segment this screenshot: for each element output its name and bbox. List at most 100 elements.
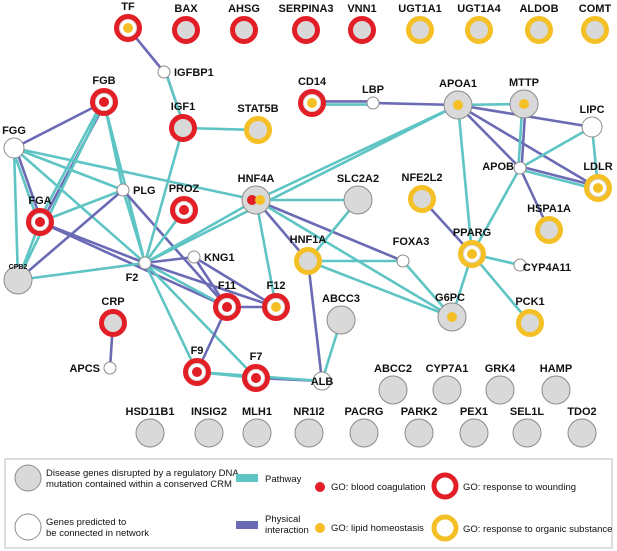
gene-node-crp[interactable] — [99, 309, 127, 337]
gene-node-f7[interactable] — [242, 364, 270, 392]
gene-node-igfbp1[interactable] — [157, 65, 171, 79]
gene-node-park2[interactable] — [404, 418, 434, 448]
node-circle — [349, 418, 379, 448]
lipid-homeostasis-dot-icon — [271, 302, 281, 312]
gene-node-f9[interactable] — [183, 358, 211, 386]
gene-node-fgb[interactable] — [90, 88, 118, 116]
gene-label-igfbp1: IGFBP1 — [174, 67, 214, 79]
gene-node-ahsg[interactable] — [230, 16, 258, 44]
blood-coagulation-dot-icon — [251, 373, 261, 383]
edge-pathway-hnf4a-f12 — [254, 198, 278, 309]
gene-node-abcc3[interactable] — [326, 305, 356, 335]
gene-label-ugt1a4: UGT1A4 — [457, 3, 501, 15]
gene-node-insig2[interactable] — [194, 418, 224, 448]
edge-pathway-f2-apoa1 — [143, 103, 460, 265]
gene-label-f9: F9 — [191, 345, 204, 357]
edge-physical-apoa1-ldlr — [456, 103, 600, 190]
legend-disease-text: Disease genes disrupted by a regulatory … — [46, 468, 241, 490]
blood-coagulation-dot-icon — [99, 97, 109, 107]
gene-node-hnf1a[interactable] — [294, 247, 322, 275]
gene-node-grk4[interactable] — [485, 375, 515, 405]
gene-label-aldob: ALDOB — [519, 3, 558, 15]
gene-node-abcc2[interactable] — [378, 375, 408, 405]
node-circle — [513, 258, 527, 272]
gene-label-pacrg: PACRG — [345, 406, 384, 418]
gene-node-cd14[interactable] — [298, 89, 326, 117]
gene-node-apob[interactable] — [513, 161, 527, 175]
gene-node-f12[interactable] — [262, 293, 290, 321]
gene-node-fgg[interactable] — [3, 137, 25, 159]
legend-lipid-dot-icon — [315, 523, 325, 533]
gene-label-stat5b: STAT5B — [237, 103, 278, 115]
gene-node-apoa1[interactable] — [443, 90, 473, 120]
edge-physical-fgb-fgg — [12, 100, 106, 150]
gene-node-g6pc[interactable] — [437, 302, 467, 332]
gene-node-hspa1a[interactable] — [535, 216, 563, 244]
gene-node-comt[interactable] — [581, 16, 609, 44]
gene-node-proz[interactable] — [170, 196, 198, 224]
gene-label-plg: PLG — [133, 185, 156, 197]
gene-node-igf1[interactable] — [169, 114, 197, 142]
node-circle — [187, 250, 201, 264]
gene-label-ugt1a1: UGT1A1 — [398, 3, 441, 15]
gene-node-ugt1a1[interactable] — [406, 16, 434, 44]
gene-node-ugt1a4[interactable] — [465, 16, 493, 44]
gene-node-tf[interactable] — [114, 14, 142, 42]
gene-label-igf1: IGF1 — [171, 101, 195, 113]
gene-label-cd14: CD14 — [298, 76, 327, 88]
gene-node-ldlr[interactable] — [584, 174, 612, 202]
lipid-homeostasis-dot-icon — [519, 99, 529, 109]
gene-node-pacrg[interactable] — [349, 418, 379, 448]
gene-node-hsd11b1[interactable] — [135, 418, 165, 448]
gene-node-vnn1[interactable] — [348, 16, 376, 44]
gene-node-apcs[interactable] — [103, 361, 117, 375]
gene-node-mlh1[interactable] — [242, 418, 272, 448]
gene-node-serpina3[interactable] — [292, 16, 320, 44]
gene-node-f11[interactable] — [213, 293, 241, 321]
gene-node-fga[interactable] — [26, 208, 54, 236]
lipid-homeostasis-dot-icon — [447, 312, 457, 322]
gene-node-mttp[interactable] — [509, 89, 539, 119]
gene-label-pck1: PCK1 — [515, 296, 544, 308]
gene-node-sel1l[interactable] — [512, 418, 542, 448]
gene-node-f2[interactable] — [138, 256, 152, 270]
gene-node-cpb2[interactable] — [3, 265, 33, 295]
gene-node-lbp[interactable] — [366, 96, 380, 110]
node-inner — [541, 222, 557, 238]
gene-node-cyp7a1[interactable] — [432, 375, 462, 405]
gene-node-aldob[interactable] — [525, 16, 553, 44]
legend-predicted-node-icon — [14, 513, 42, 541]
gene-node-foxa3[interactable] — [396, 254, 410, 268]
gene-node-slc2a2[interactable] — [343, 185, 373, 215]
gene-node-hnf4a[interactable] — [241, 185, 271, 215]
gene-node-tdo2[interactable] — [567, 418, 597, 448]
gene-label-vnn1: VNN1 — [347, 3, 376, 15]
node-circle — [378, 375, 408, 405]
legend-physical-line-2: interaction — [265, 525, 309, 536]
gene-node-nfe2l2[interactable] — [408, 185, 436, 213]
legend-pathway-swatch — [236, 474, 258, 482]
gene-node-pck1[interactable] — [516, 309, 544, 337]
gene-label-apob: APOB — [482, 161, 514, 173]
legend-blood-text: GO: blood coagulation — [331, 482, 426, 493]
legend-predicted-line-1: Genes predicted to — [46, 517, 126, 528]
gene-node-kng1[interactable] — [187, 250, 201, 264]
edge-physical-f2-f12 — [143, 261, 278, 309]
gene-node-pex1[interactable] — [459, 418, 489, 448]
gene-node-bax[interactable] — [172, 16, 200, 44]
gene-node-lipc[interactable] — [581, 116, 603, 138]
gene-label-comt: COMT — [579, 3, 612, 15]
gene-label-pparg: PPARG — [453, 227, 491, 239]
gene-node-nr1i2[interactable] — [294, 418, 324, 448]
legend-wounding-ring-icon — [431, 472, 459, 500]
edge-pathway-fgg-hnf4a — [12, 146, 258, 202]
gene-label-sel1l: SEL1L — [510, 406, 545, 418]
gene-node-plg[interactable] — [116, 183, 130, 197]
gene-node-stat5b[interactable] — [244, 116, 272, 144]
edge-physical-kng1-f12 — [192, 255, 278, 309]
gene-node-hamp[interactable] — [541, 375, 571, 405]
gene-node-alb[interactable] — [312, 371, 332, 391]
node-circle — [135, 418, 165, 448]
gene-node-pparg[interactable] — [458, 240, 486, 268]
gene-node-cyp4a11[interactable] — [513, 258, 527, 272]
